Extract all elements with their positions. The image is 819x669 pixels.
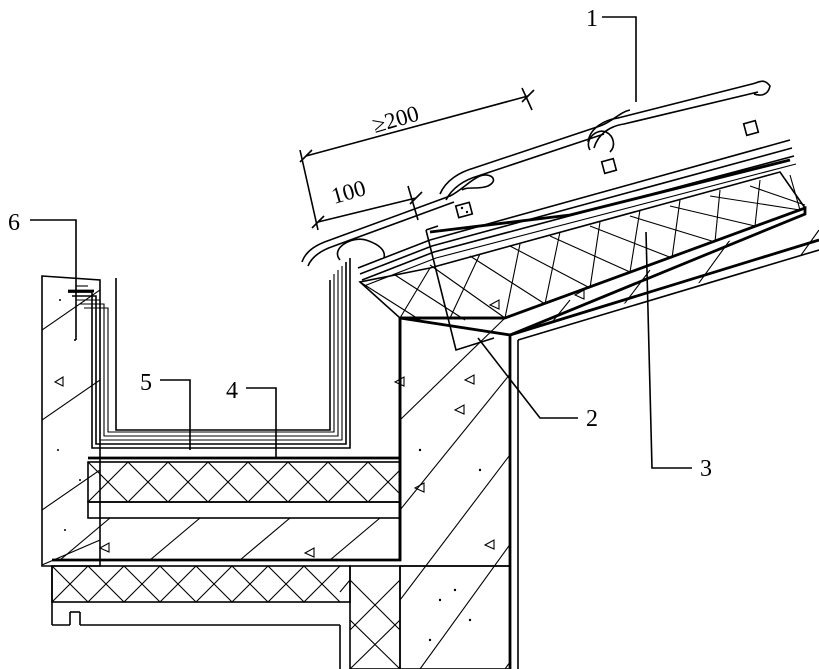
callout-leaders — [30, 16, 692, 469]
gutter-insulation — [87, 456, 401, 519]
roof-slab — [393, 205, 819, 669]
structural-concrete — [51, 316, 511, 669]
callout-6-label: 6 — [8, 210, 20, 236]
gutter-membrane-layers — [68, 258, 351, 449]
callout-1-label: 1 — [586, 6, 598, 32]
roof-tiles — [301, 80, 797, 287]
dimension-overlap-label: ≥200 — [369, 101, 421, 138]
callout-3-label: 3 — [700, 456, 712, 482]
dimension-lap-label: 100 — [328, 175, 368, 209]
callout-4-label: 4 — [226, 378, 238, 404]
callout-5-label: 5 — [140, 370, 152, 396]
dimension-lines — [299, 87, 535, 231]
roof-insulation — [358, 171, 807, 321]
gutter-outer-wall — [41, 275, 341, 669]
callout-2-label: 2 — [586, 406, 598, 432]
